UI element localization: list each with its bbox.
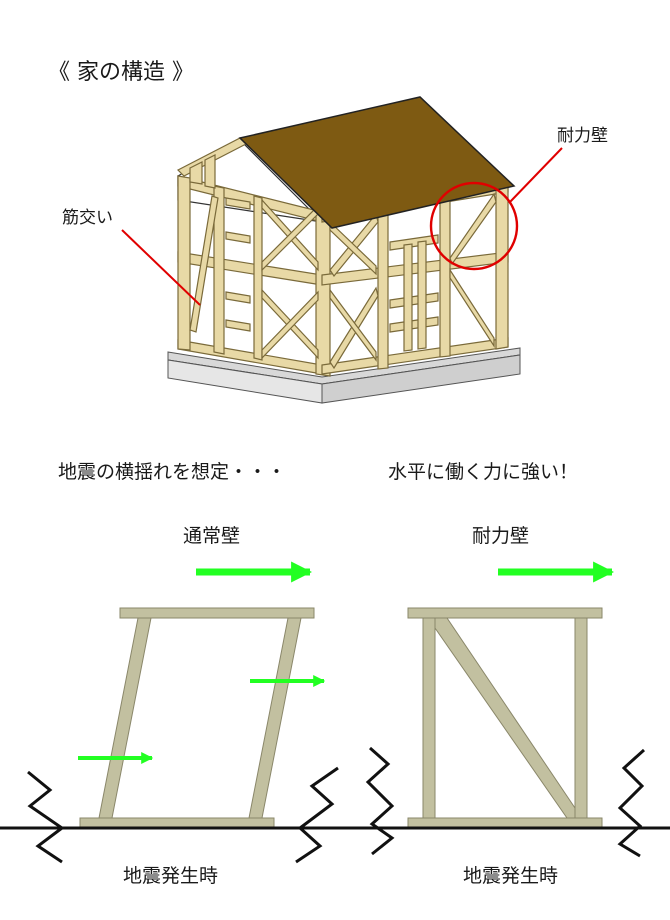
brace-leader <box>121 229 201 306</box>
shear-wall-highlight <box>429 181 519 271</box>
earthquake-label-right: 地震発生時 <box>463 865 559 887</box>
bearing-wall-label: 耐力壁 <box>472 525 530 547</box>
horizontal-force-caption: 水平に働く力に強い！ <box>388 461 579 483</box>
earthquake-sway-caption: 地震の横揺れを想定・・・ <box>58 461 287 483</box>
shear-wall-leader <box>508 147 563 204</box>
quake-zigzags <box>27 746 646 864</box>
normal-wall-diagram <box>78 561 326 829</box>
bearing-wall-diagram <box>407 561 615 829</box>
foundation <box>167 347 521 404</box>
house-illustration <box>121 96 563 404</box>
page-title: 《 家の構造 》 <box>48 60 194 85</box>
earthquake-label-left: 地震発生時 <box>123 865 219 887</box>
brace-label: 筋交い <box>62 208 113 228</box>
left-wall-frame <box>176 137 331 377</box>
shear-wall-label: 耐力壁 <box>557 126 608 146</box>
normal-wall-label: 通常壁 <box>183 525 241 547</box>
